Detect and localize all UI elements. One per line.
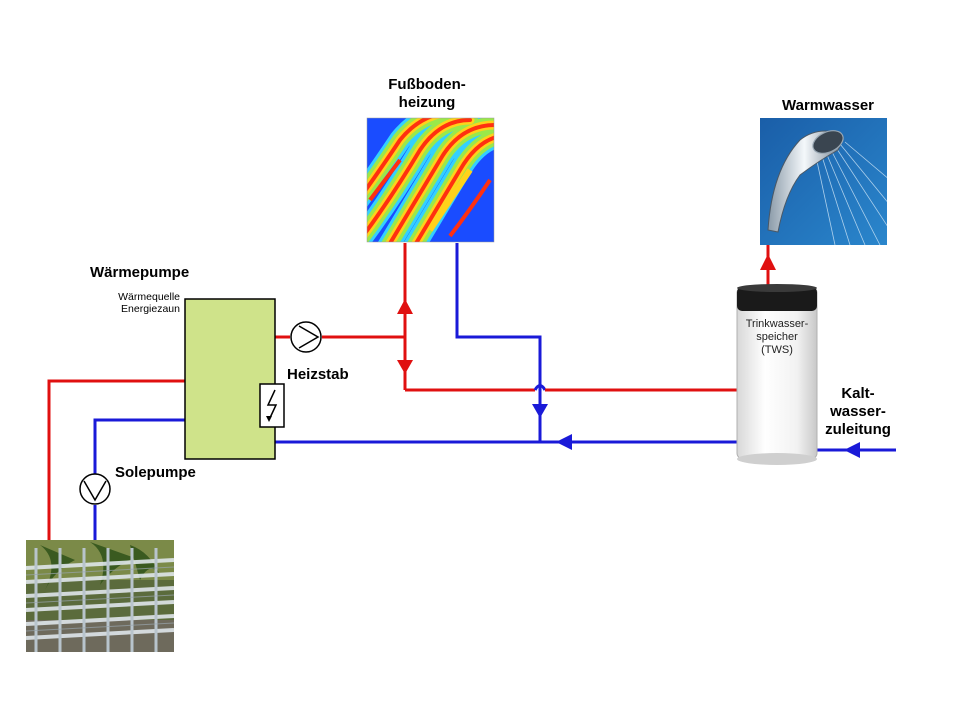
solepumpe-label: Solepumpe bbox=[115, 464, 196, 481]
shower-photo bbox=[760, 118, 887, 245]
cold-water-label-line2: wasser- bbox=[830, 403, 886, 420]
arrow-left-coldwater bbox=[844, 442, 860, 458]
floor-heating-label: Fußboden- heizung bbox=[372, 76, 482, 112]
hot-pipes bbox=[47, 243, 770, 540]
tws-tank bbox=[736, 284, 818, 465]
arrow-left-return bbox=[556, 434, 572, 450]
tws-label-line2: speicher bbox=[756, 331, 798, 343]
cold-water-label-line1: Kalt- bbox=[841, 385, 875, 402]
cold-water-label: Kalt- wasser- zuleitung bbox=[812, 385, 904, 439]
tws-label-line3: (TWS) bbox=[761, 344, 793, 356]
energy-fence-photo bbox=[26, 540, 174, 652]
arrow-down-return bbox=[532, 404, 548, 418]
heat-source-label-line2: Energiezaun bbox=[121, 303, 180, 315]
warmwater-label: Warmwasser bbox=[782, 97, 874, 114]
floor-heating-label-line2: heizung bbox=[398, 94, 456, 111]
arrow-up-floor bbox=[397, 299, 413, 314]
cold-water-label-line3: zuleitung bbox=[825, 421, 891, 438]
tws-label-line1: Trinkwasser- bbox=[745, 318, 809, 330]
solepumpe-icon bbox=[79, 473, 111, 505]
floor-heating-image bbox=[367, 118, 494, 242]
heat-pump-label: Wärmepumpe bbox=[90, 264, 190, 281]
arrow-up-warmwater bbox=[760, 254, 776, 270]
flow-arrows bbox=[397, 254, 860, 458]
arrow-down-floor bbox=[397, 360, 413, 374]
hot-pipe-source bbox=[47, 379, 185, 540]
cold-pipe-floor-return bbox=[455, 243, 542, 442]
floor-heating-label-line1: Fußboden- bbox=[388, 76, 466, 93]
heizstab-icon bbox=[259, 383, 285, 428]
heat-source-label: Wärmequelle Energiezaun bbox=[104, 291, 180, 315]
tws-label: Trinkwasser- speicher (TWS) bbox=[736, 318, 818, 357]
pump-icon bbox=[290, 321, 322, 353]
cold-pipe-source-upper bbox=[93, 418, 185, 474]
heat-pump-unit bbox=[184, 298, 276, 460]
heizstab-label: Heizstab bbox=[287, 366, 349, 383]
heat-source-label-line1: Wärmequelle bbox=[118, 291, 180, 303]
